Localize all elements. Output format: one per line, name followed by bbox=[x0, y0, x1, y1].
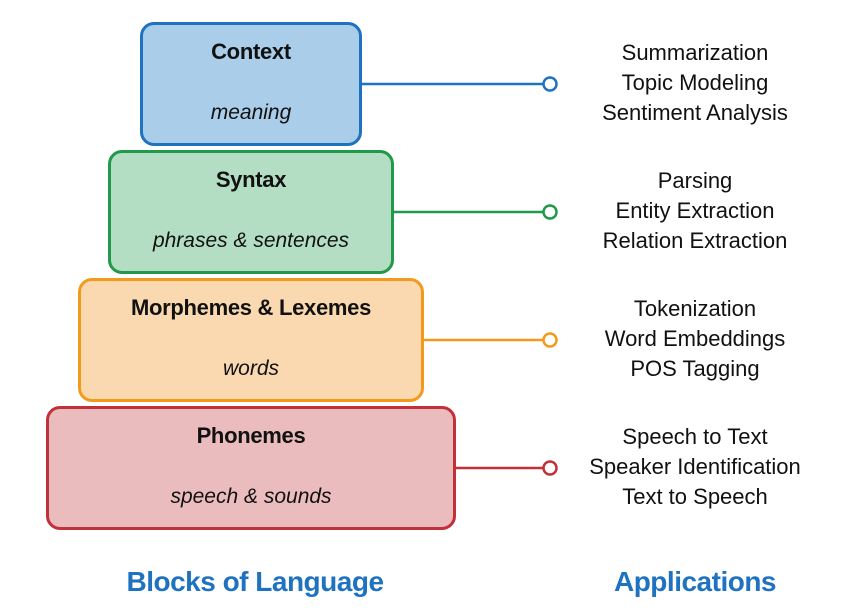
block-title: Morphemes & Lexemes bbox=[130, 295, 372, 320]
application-item: Tokenization bbox=[633, 296, 757, 321]
block-title: Syntax bbox=[215, 167, 287, 192]
footer-label-applications: Applications bbox=[613, 566, 777, 597]
applications-context: Summarization Topic Modeling Sentiment A… bbox=[560, 38, 830, 128]
connector-end-circle bbox=[542, 460, 558, 476]
applications-syntax: Parsing Entity Extraction Relation Extra… bbox=[560, 166, 830, 256]
connector-end-circle bbox=[542, 76, 558, 92]
application-item: Topic Modeling bbox=[621, 70, 769, 95]
application-item: Entity Extraction bbox=[615, 198, 775, 223]
application-item: Summarization bbox=[621, 40, 769, 65]
footer-label-blocks: Blocks of Language bbox=[126, 566, 384, 597]
block-subtitle: meaning bbox=[210, 101, 292, 124]
connector-end-circle bbox=[542, 204, 558, 220]
application-item: Text to Speech bbox=[622, 484, 768, 509]
block-subtitle: words bbox=[222, 357, 280, 380]
block-syntax: Syntax phrases & sentences bbox=[108, 150, 394, 274]
application-item: POS Tagging bbox=[630, 356, 760, 381]
application-item: Sentiment Analysis bbox=[602, 100, 788, 125]
connector-morph bbox=[424, 332, 558, 348]
block-subtitle: phrases & sentences bbox=[152, 229, 350, 252]
block-morphemes-lexemes: Morphemes & Lexemes words bbox=[78, 278, 424, 402]
application-item: Relation Extraction bbox=[602, 228, 788, 253]
connector-context bbox=[362, 76, 558, 92]
block-title: Phonemes bbox=[196, 423, 306, 448]
block-subtitle: speech & sounds bbox=[170, 485, 332, 508]
connector-phonemes bbox=[456, 460, 558, 476]
block-title: Context bbox=[211, 39, 291, 64]
block-context: Context meaning bbox=[140, 22, 362, 146]
block-phonemes: Phonemes speech & sounds bbox=[46, 406, 456, 530]
application-item: Word Embeddings bbox=[604, 326, 786, 351]
applications-phonemes: Speech to Text Speaker Identification Te… bbox=[560, 422, 830, 512]
application-item: Speech to Text bbox=[622, 424, 768, 449]
application-item: Speaker Identification bbox=[589, 454, 801, 479]
connector-syntax bbox=[394, 204, 558, 220]
application-item: Parsing bbox=[657, 168, 733, 193]
connector-end-circle bbox=[542, 332, 558, 348]
applications-morphemes-lexemes: Tokenization Word Embeddings POS Tagging bbox=[560, 294, 830, 384]
